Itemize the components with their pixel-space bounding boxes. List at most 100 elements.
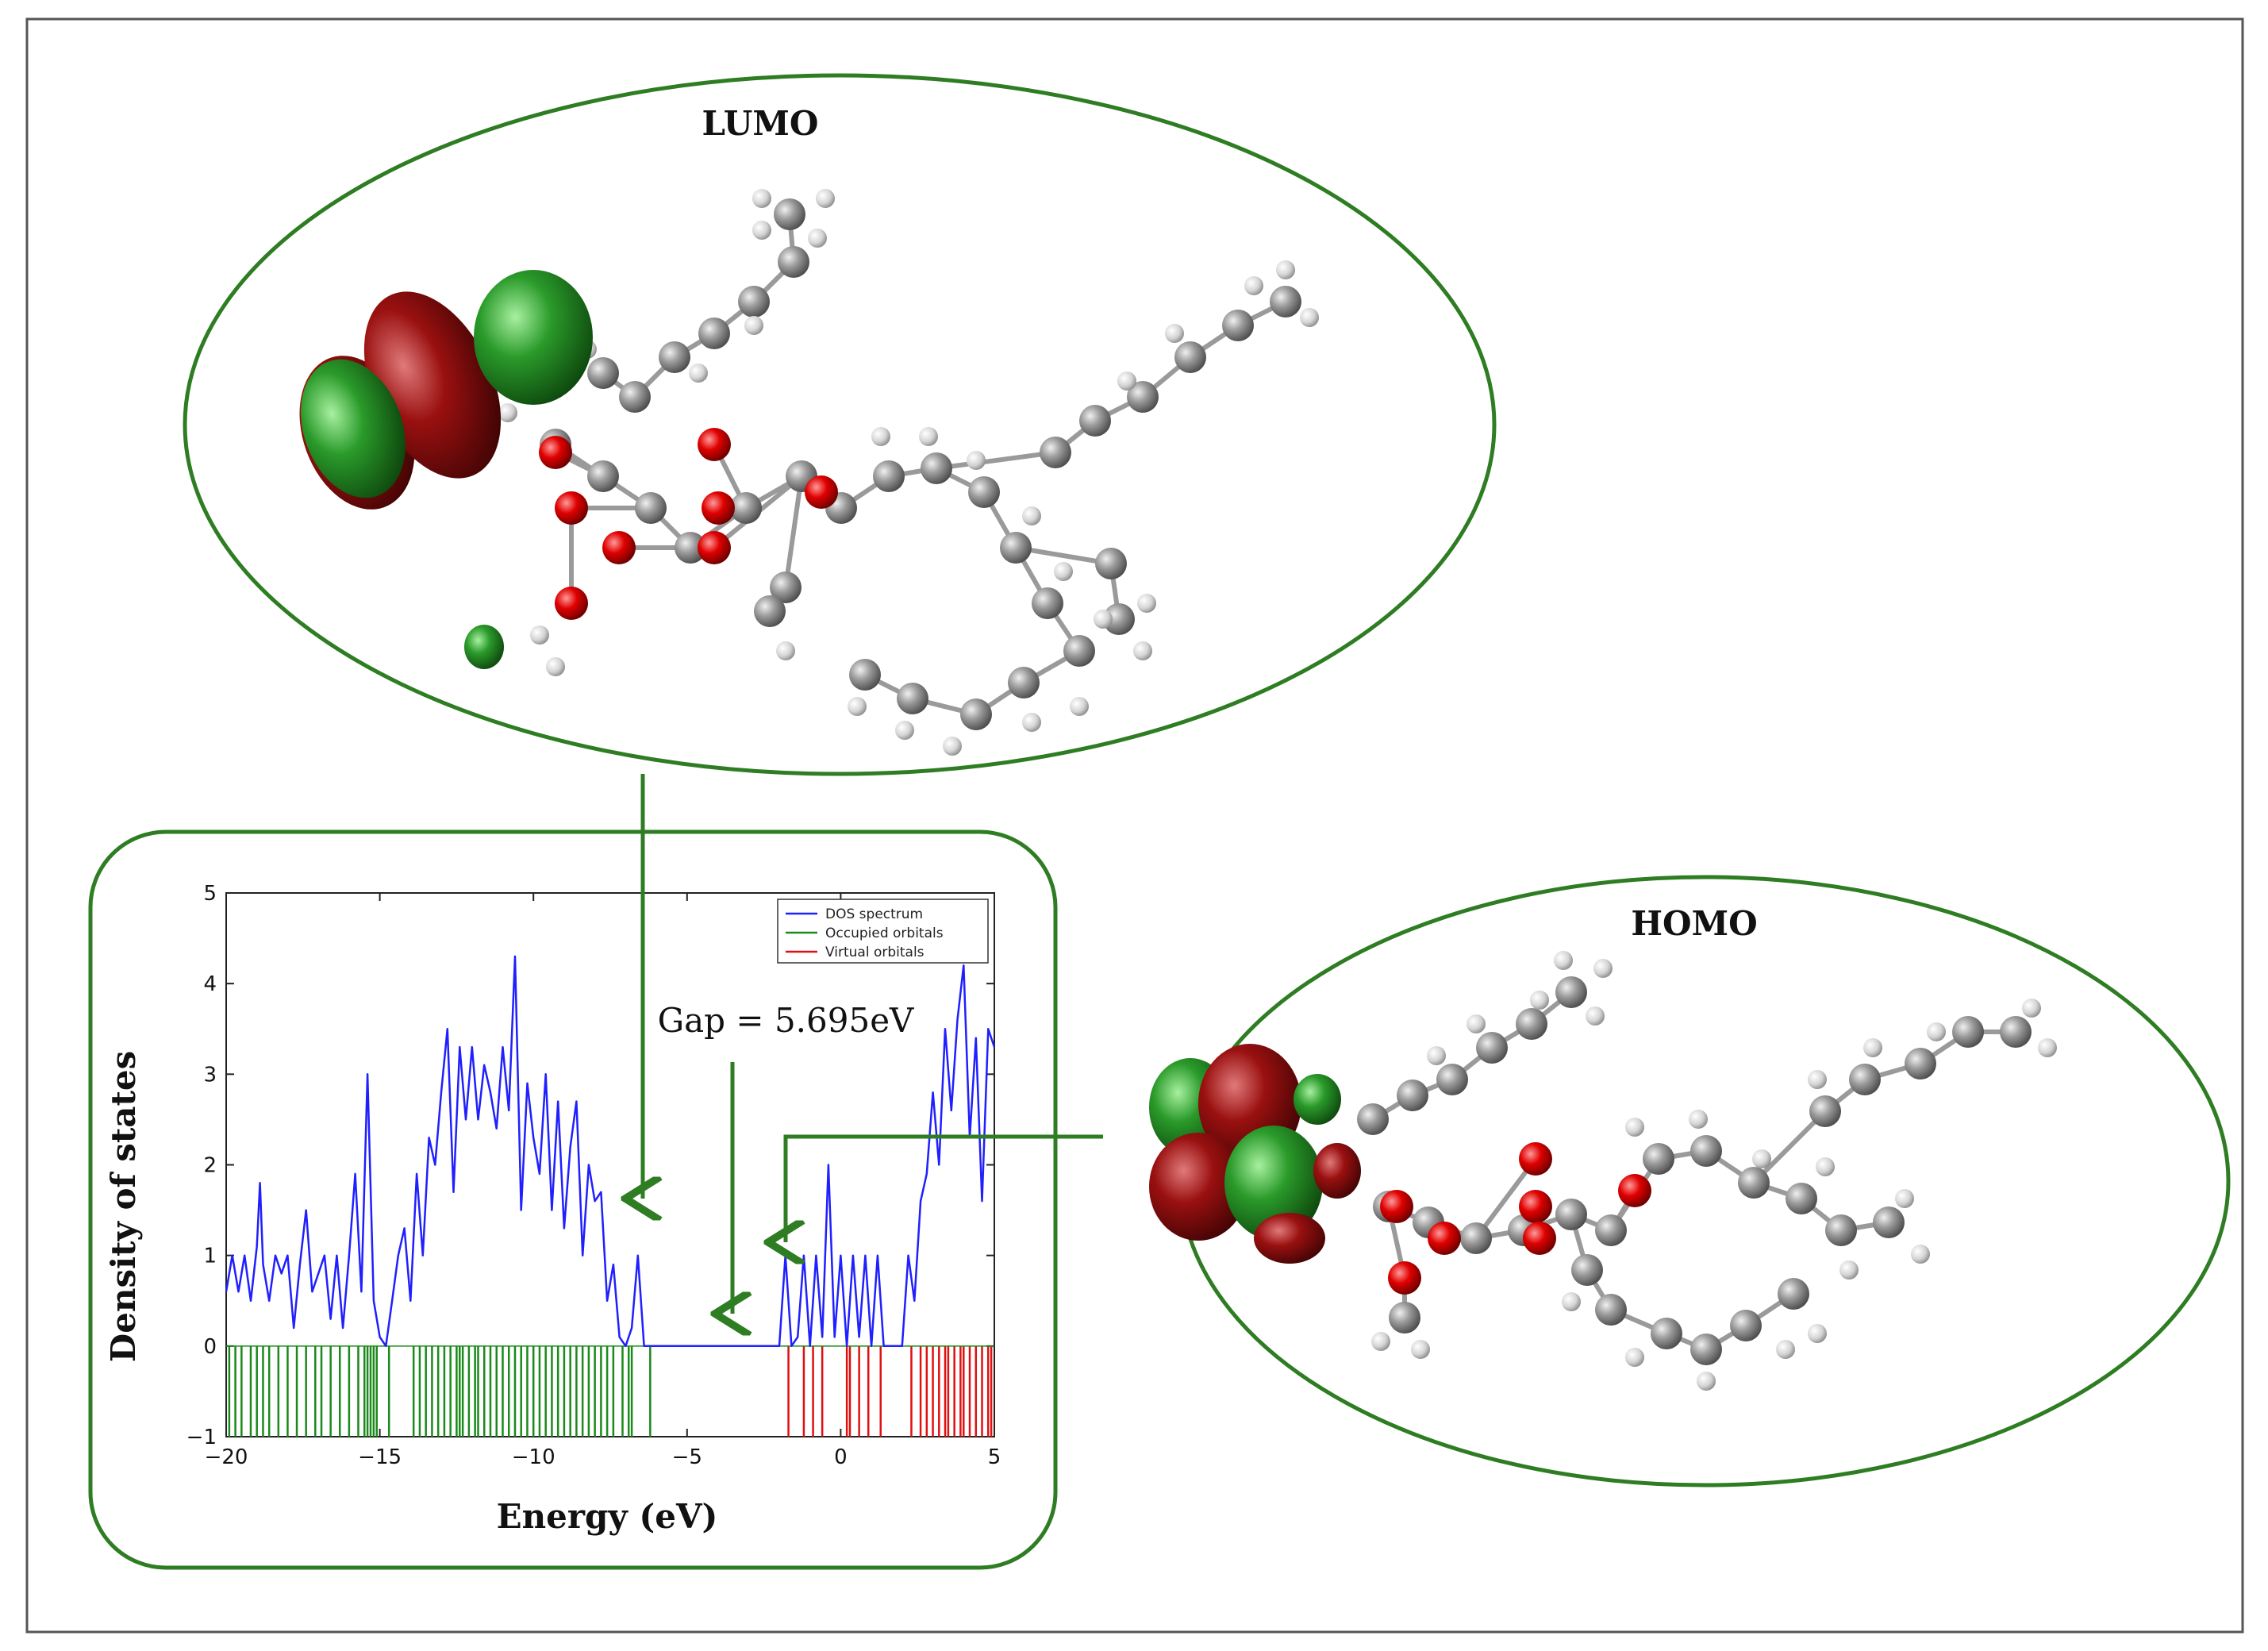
hydrogen-atom bbox=[752, 221, 771, 240]
carbon-atom bbox=[873, 460, 905, 492]
carbon-atom bbox=[587, 357, 619, 389]
carbon-atom bbox=[1222, 310, 1254, 341]
bond bbox=[1751, 1109, 1828, 1185]
green-orbital-lobe bbox=[474, 270, 593, 405]
green-orbital-lobe bbox=[464, 625, 504, 669]
hydrogen-atom bbox=[1895, 1189, 1914, 1208]
carbon-atom bbox=[1690, 1135, 1722, 1167]
hydrogen-atom bbox=[1117, 371, 1136, 391]
carbon-atom bbox=[1571, 1254, 1603, 1286]
figure-frame bbox=[25, 17, 2244, 1634]
hydrogen-atom bbox=[816, 189, 835, 208]
carbon-atom bbox=[1778, 1278, 1809, 1310]
carbon-atom bbox=[1555, 1199, 1587, 1230]
homo-molecule bbox=[1149, 951, 2057, 1391]
carbon-atom bbox=[659, 341, 690, 373]
lumo-label: LUMO bbox=[702, 104, 819, 143]
carbon-atom bbox=[770, 572, 801, 603]
hydrogen-atom bbox=[2038, 1038, 2057, 1057]
y-tick-label: 5 bbox=[203, 882, 217, 906]
hydrogen-atom bbox=[752, 189, 771, 208]
carbon-atom bbox=[675, 532, 706, 564]
oxygen-atom bbox=[698, 428, 731, 461]
oxygen-atom bbox=[602, 531, 636, 564]
hydrogen-atom bbox=[1133, 641, 1152, 660]
dos-panel-border bbox=[88, 829, 1058, 1570]
hydrogen-atom bbox=[1593, 959, 1613, 978]
x-tick-label: −5 bbox=[672, 1445, 702, 1469]
hydrogen-atom bbox=[848, 697, 867, 716]
homo-panel: HOMO bbox=[1149, 875, 2231, 1487]
y-axis-label: Density of states bbox=[104, 1051, 143, 1362]
bond bbox=[936, 450, 1056, 471]
carbon-atom bbox=[897, 683, 928, 714]
hydrogen-atom bbox=[1808, 1324, 1827, 1343]
carbon-atom bbox=[1905, 1048, 1936, 1080]
carbon-atom bbox=[968, 476, 1000, 508]
carbon-atom bbox=[1786, 1183, 1817, 1214]
connectors bbox=[643, 774, 1103, 1314]
hydrogen-atom bbox=[2022, 999, 2041, 1018]
hydrogen-atom bbox=[1137, 594, 1156, 613]
carbon-atom bbox=[1032, 587, 1063, 619]
hydrogen-atom bbox=[1816, 1157, 1835, 1176]
carbon-atom bbox=[1008, 667, 1040, 698]
hydrogen-atom bbox=[943, 737, 962, 756]
carbon-atom bbox=[1079, 405, 1111, 437]
carbon-atom bbox=[1357, 1103, 1389, 1135]
carbon-atom bbox=[1825, 1214, 1857, 1246]
oxygen-atom bbox=[1380, 1190, 1413, 1223]
oxygen-atom bbox=[539, 436, 572, 469]
carbon-atom bbox=[1127, 381, 1159, 413]
hydrogen-atom bbox=[1094, 610, 1113, 629]
hydrogen-atom bbox=[776, 641, 795, 660]
oxygen-atom bbox=[555, 491, 588, 525]
gap-label: Gap = 5.695eV bbox=[658, 1001, 914, 1040]
hydrogen-atom bbox=[1839, 1260, 1859, 1280]
carbon-atom bbox=[1174, 341, 1206, 373]
carbon-atom bbox=[730, 492, 762, 524]
hydrogen-atom bbox=[1427, 1046, 1446, 1065]
carbon-atom bbox=[1690, 1334, 1722, 1365]
homo-connector-arrow bbox=[786, 1134, 1103, 1242]
green-orbital-lobe bbox=[301, 359, 406, 498]
hydrogen-atom bbox=[1467, 1014, 1486, 1033]
hydrogen-atom bbox=[1371, 1332, 1390, 1351]
x-axis-label: Energy (eV) bbox=[497, 1497, 718, 1536]
hydrogen-atom bbox=[808, 229, 827, 248]
red-orbital-lobe bbox=[1313, 1143, 1361, 1199]
hydrogen-atom bbox=[1530, 991, 1549, 1010]
red-orbital-lobe bbox=[1254, 1213, 1325, 1264]
carbon-atom bbox=[1000, 532, 1032, 564]
carbon-atom bbox=[1397, 1080, 1428, 1111]
lumo-ellipse bbox=[183, 73, 1497, 776]
carbon-atom bbox=[849, 659, 881, 691]
green-orbital-lobe bbox=[1294, 1074, 1341, 1125]
hydrogen-atom bbox=[1776, 1340, 1795, 1359]
bond bbox=[1015, 545, 1112, 566]
plot-area bbox=[225, 892, 995, 1437]
carbon-atom bbox=[1849, 1064, 1881, 1095]
hydrogen-atom bbox=[1586, 1006, 1605, 1026]
hydrogen-atom bbox=[1625, 1348, 1644, 1367]
hydrogen-atom bbox=[744, 316, 763, 335]
red-orbital-lobe bbox=[1149, 1133, 1247, 1241]
carbon-atom bbox=[960, 698, 992, 730]
hydrogen-atom bbox=[530, 625, 549, 645]
hydrogen-atom bbox=[546, 657, 565, 676]
homo-label: HOMO bbox=[1631, 904, 1757, 943]
carbon-atom bbox=[1952, 1016, 1984, 1048]
hydrogen-atom bbox=[1054, 562, 1073, 581]
y-tick-label: 2 bbox=[203, 1154, 217, 1178]
carbon-atom bbox=[778, 246, 809, 278]
carbon-atom bbox=[1651, 1318, 1682, 1349]
x-tick-label: 0 bbox=[834, 1445, 848, 1469]
y-tick-label: 0 bbox=[203, 1335, 217, 1359]
x-tick-label: −10 bbox=[512, 1445, 555, 1469]
carbon-atom bbox=[738, 286, 770, 318]
hydrogen-atom bbox=[1070, 697, 1089, 716]
hydrogen-atom bbox=[919, 427, 938, 446]
